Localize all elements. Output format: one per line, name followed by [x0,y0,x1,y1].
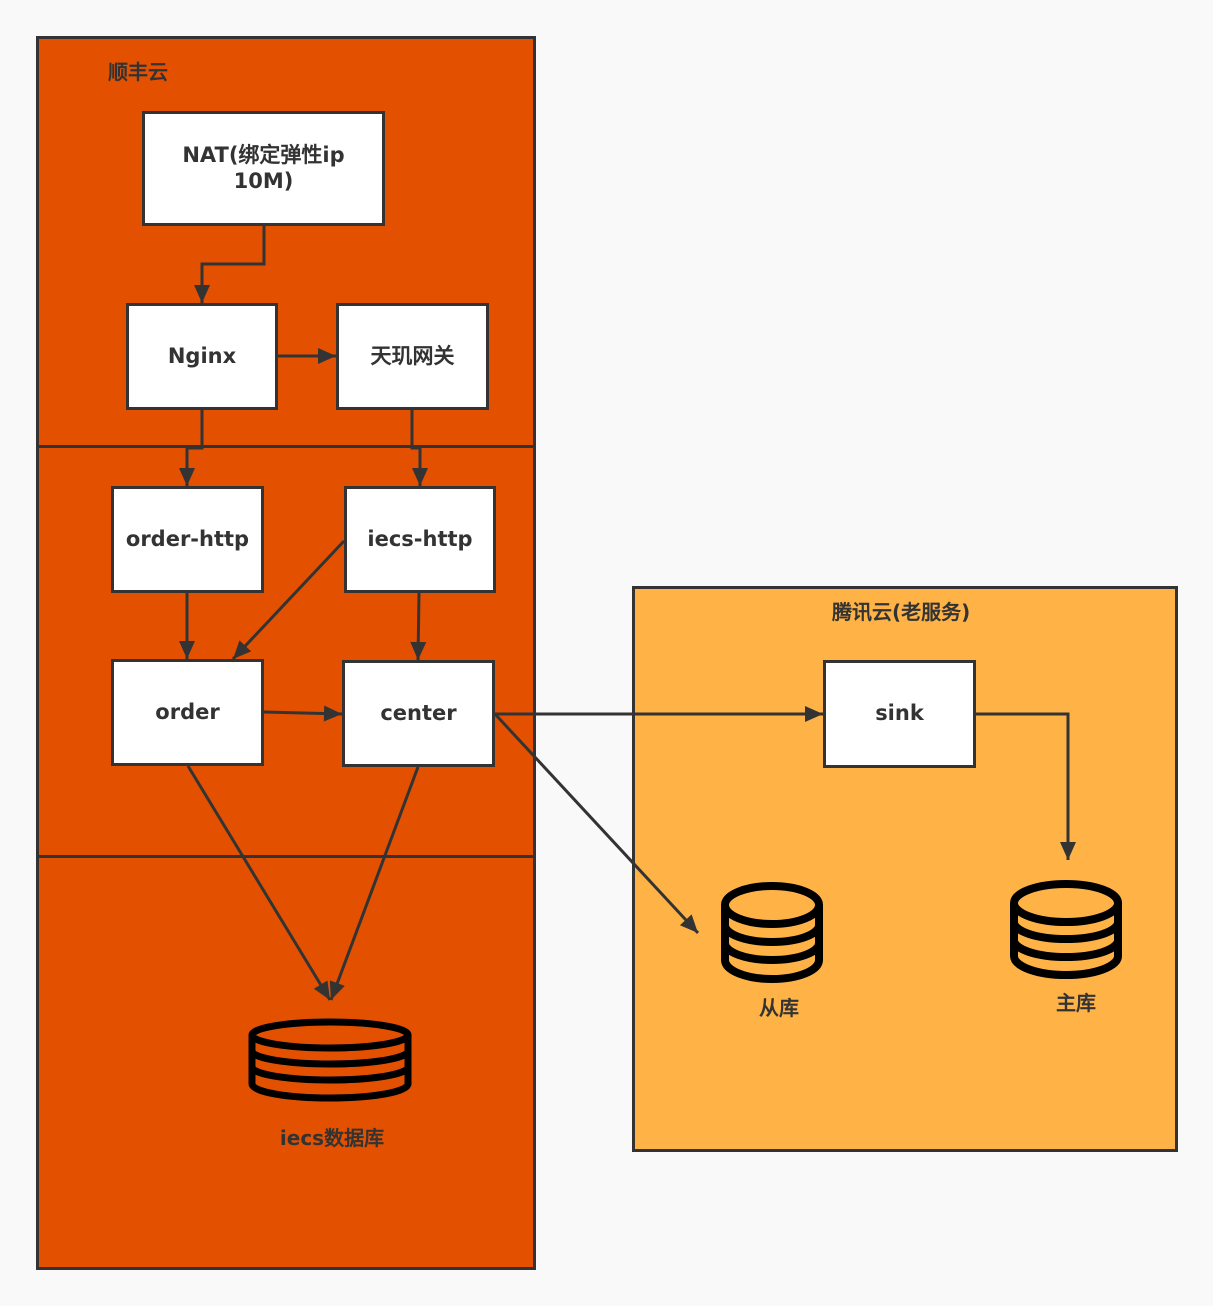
tencent-cloud-title: 腾讯云(老服务) [832,600,971,624]
order-http-node[interactable]: order-http [111,486,264,593]
sink-node[interactable]: sink [823,660,976,768]
edge-nginx-to-order_http [185,410,204,486]
iecs-http-node[interactable]: iecs-http [344,486,496,593]
replica-db-label: 从库 [759,996,799,1020]
database-icon [1010,880,1122,979]
primary-db-label: 主库 [1056,991,1096,1015]
arrowhead-icon [179,641,195,659]
arrowhead-icon [179,468,195,486]
arrowhead-icon [323,705,342,722]
edge-iecs_http-to-order [231,539,346,661]
arrowhead-icon [410,641,427,660]
edge-order-to-iecs_db [186,765,332,1001]
arrowhead-icon [805,706,823,722]
arrowhead-icon [318,348,336,364]
edge-center-to-replica_db [493,712,700,935]
arrowhead-icon [233,640,252,659]
database-icon [721,882,823,983]
database-icon [248,1018,412,1102]
arrowhead-icon [329,980,345,1000]
sf-cloud-title: 顺丰云 [108,60,168,84]
arrowhead-icon [412,468,428,486]
edge-center-to-iecs_db [329,766,420,1001]
edge-nat-to-nginx [200,226,266,303]
edge-gateway-to-iecs_http [410,410,422,486]
edge-sink-to-primary_db [976,712,1070,860]
arrowhead-icon [313,980,330,1000]
arrowhead-icon [679,914,698,933]
iecs-db-label: iecs数据库 [279,1126,385,1150]
arrowhead-icon [1060,842,1076,860]
zone-divider [36,445,536,448]
nginx-node[interactable]: Nginx [126,303,278,410]
order-node[interactable]: order [111,659,264,766]
nat-node[interactable]: NAT(绑定弹性ip 10M) [142,111,385,226]
arrowhead-icon [194,285,210,303]
gateway-node[interactable]: 天玑网关 [336,303,489,410]
center-node[interactable]: center [342,660,495,767]
zone-divider [36,855,536,858]
